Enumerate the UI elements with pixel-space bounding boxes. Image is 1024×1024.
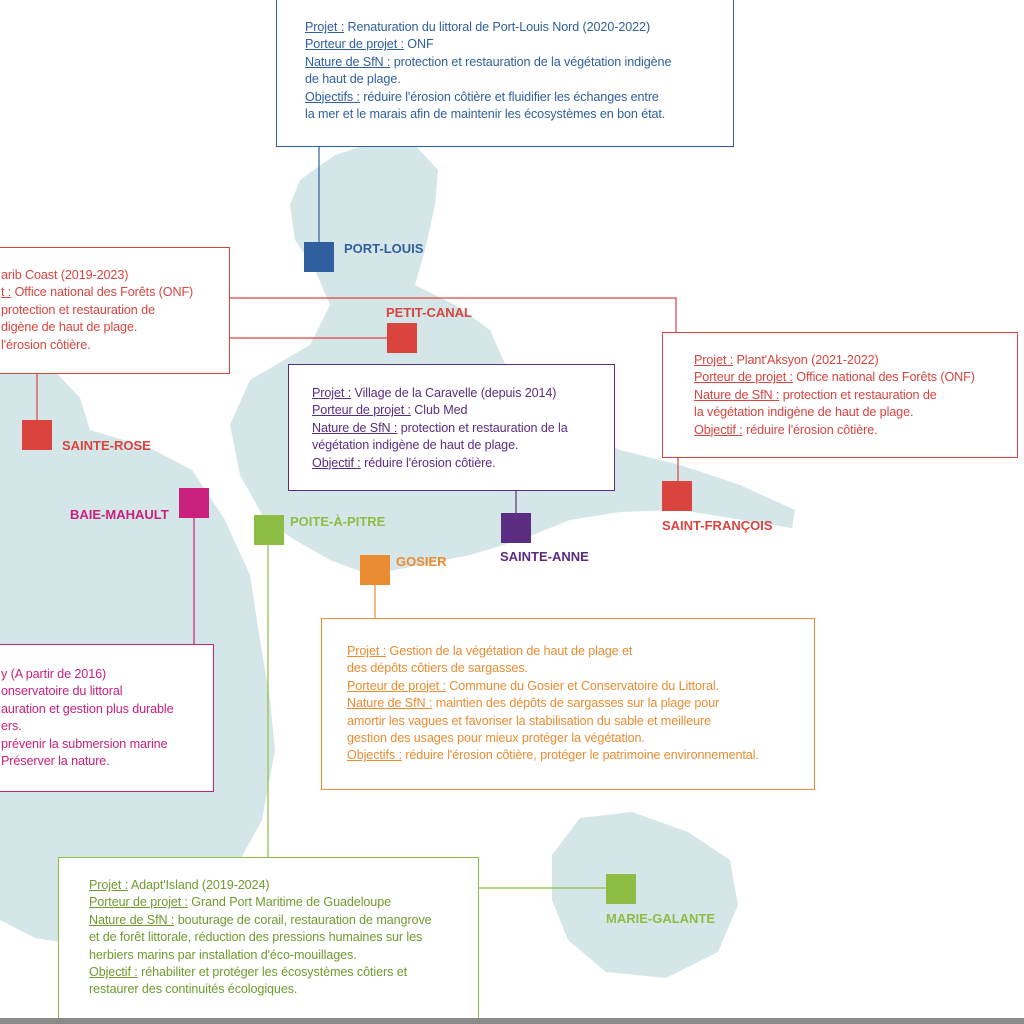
label-porteur: Porteur de projet : [347,678,446,693]
city-label-petit-canal: PETIT-CANAL [386,305,472,320]
text: Commune du Gosier et Conservatoire du Li… [445,678,719,693]
text: Club Med [410,403,468,418]
text: Adapt'Island (2019-2024) [128,878,270,892]
text: réduire l'érosion côtière, protéger le p… [401,748,759,763]
label-porteur: Porteur de projet : [312,403,411,418]
city-label-baie-mahault: BAIE-MAHAULT [70,507,169,522]
label-nature: Nature de SfN : [305,54,391,69]
label-objectif: Objectif : [694,422,743,437]
label-porteur: Porteur de projet : [694,370,793,385]
text: Grand Port Maritime de Guadeloupe [187,895,392,910]
text: ONF [403,37,434,52]
text: protection et restauration de [779,387,937,402]
label-projet: Projet : [347,644,387,658]
text: protection et restauration de la [397,420,568,435]
info-box-gosier: Projet : Gestion de la végétation de hau… [321,618,815,790]
text: Office national des Forêts (ONF) [11,285,194,300]
info-box-marie-galante: Projet : Adapt'Island (2019-2024) Porteu… [58,857,479,1019]
label-projet: Projet : [312,386,352,400]
text: Préserver la nature. [1,754,110,769]
text: y (A partir de 2016) [1,667,107,681]
marker-gosier[interactable] [360,555,390,585]
text: prévenir la submersion marine [1,736,168,751]
marker-sainte-rose[interactable] [22,420,52,450]
label-projet: Projet : [305,20,345,34]
bottom-border-bar [0,1018,1024,1024]
marie-galante-island [552,812,738,978]
marker-port-louis[interactable] [304,242,334,272]
text: restaurer des continuités écologiques. [89,982,298,997]
label-projet: Projet : [694,353,734,367]
label-porteur: t : [1,285,12,300]
label-objectifs: Objectifs : [305,89,360,104]
text: auration et gestion plus durable [1,701,174,716]
text: réduire l'érosion côtière. [742,422,878,437]
marker-petit-canal[interactable] [387,323,417,353]
marker-marie-galante[interactable] [606,874,636,904]
text: l'érosion côtière. [1,337,91,352]
label-nature: Nature de SfN : [89,912,175,927]
label-nature: Nature de SfN : [312,420,398,435]
text: amortir les vagues et favoriser la stabi… [347,713,711,728]
text: réduire l'érosion côtière et fluidifier … [359,89,659,104]
marker-pointe-a-pitre[interactable] [254,515,284,545]
city-label-marie-galante: MARIE-GALANTE [606,911,716,926]
label-porteur: Porteur de projet : [89,895,188,910]
label-nature: Nature de SfN : [347,696,433,711]
marker-baie-mahault[interactable] [179,488,209,518]
text: la végétation indigène de haut de plage. [694,405,914,420]
city-label-gosier: GOSIER [396,554,447,569]
text: Renaturation du littoral de Port-Louis N… [344,20,651,34]
marker-sainte-anne[interactable] [501,513,531,543]
text: Village de la Caravelle (depuis 2014) [351,386,557,400]
city-label-port-louis: PORT-LOUIS [344,241,424,256]
info-box-port-louis: Projet : Renaturation du littoral de Por… [276,0,734,147]
text: végétation indigène de haut de plage. [312,438,519,453]
label-objectif: Objectif : [89,965,138,980]
text: la mer et le marais afin de maintenir le… [305,107,666,122]
label-objectifs: Objectifs : [347,748,402,763]
text: digène de haut de plage. [1,320,138,335]
city-label-pointe-a-pitre: POITE-À-PITRE [290,514,386,529]
text: arib Coast (2019-2023) [1,268,129,282]
label-projet: Projet : [89,878,129,892]
text: maintien des dépôts de sargasses sur la … [432,696,720,711]
text: et de forêt littorale, réduction des pre… [89,930,423,945]
info-box-sainte-anne: Projet : Village de la Caravelle (depuis… [288,364,615,491]
text: Plant'Aksyon (2021-2022) [733,353,879,367]
text: des dépôts côtiers de sargasses. [347,661,528,676]
text: réhabiliter et protéger les écosystèmes … [137,965,407,980]
text: ers. [1,719,22,734]
marker-saint-francois[interactable] [662,481,692,511]
info-box-saint-francois: Projet : Plant'Aksyon (2021-2022) Porteu… [662,332,1018,458]
label-nature: Nature de SfN : [694,387,780,402]
text: réduire l'érosion côtière. [360,455,496,470]
text: bouturage de corail, restauration de man… [174,912,432,927]
info-box-baie-mahault: y (A partir de 2016) onservatoire du lit… [0,644,214,792]
text: herbiers marins par installation d'éco-m… [89,947,357,962]
city-label-sainte-rose: SAINTE-ROSE [62,438,151,453]
text: Office national des Forêts (ONF) [792,370,975,385]
text: de haut de plage. [305,72,401,87]
city-label-sainte-anne: SAINTE-ANNE [500,549,589,564]
text: protection et restauration de la végétat… [390,54,672,69]
info-box-sainte-rose: arib Coast (2019-2023) t : Office nation… [0,247,230,374]
text: onservatoire du littoral [1,684,123,699]
text: Gestion de la végétation de haut de plag… [386,644,633,658]
text: protection et restauration de [1,302,155,317]
city-label-saint-francois: SAINT-FRANÇOIS [662,518,773,533]
text: gestion des usages pour mieux protéger l… [347,731,645,746]
label-porteur: Porteur de projet : [305,37,404,52]
label-objectif: Objectif : [312,455,361,470]
